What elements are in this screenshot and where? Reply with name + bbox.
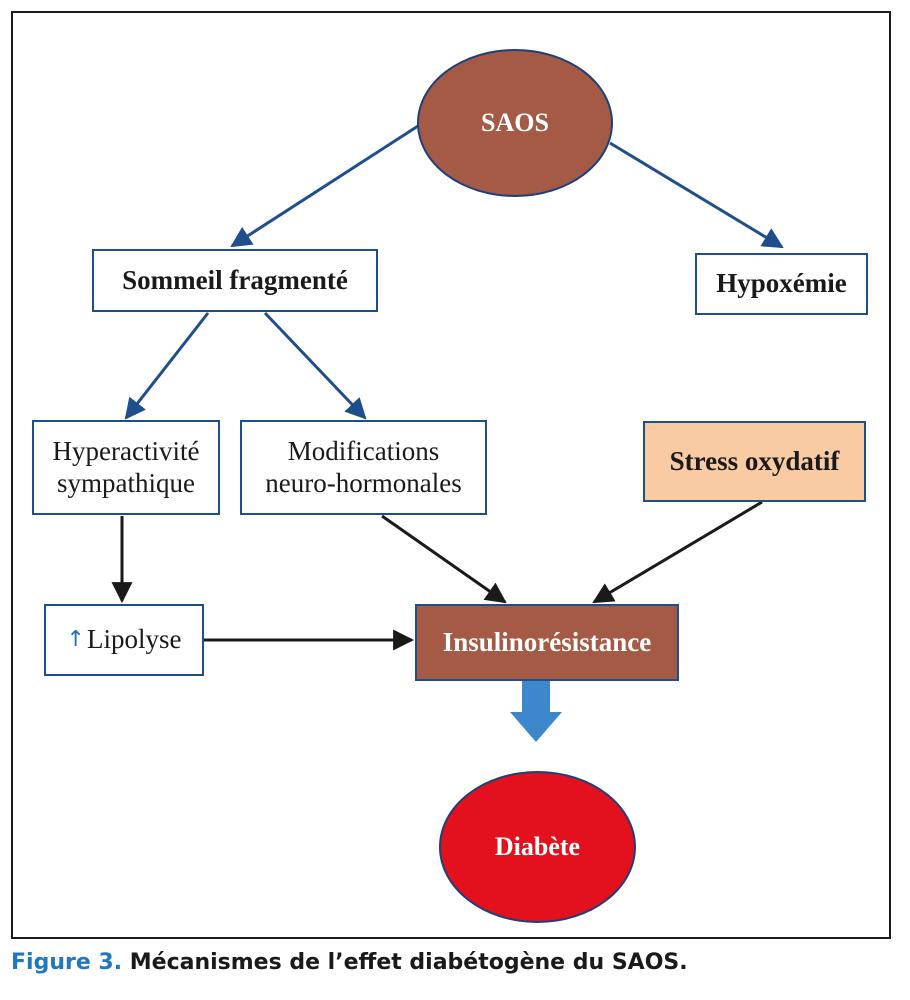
node-saos-label: SAOS — [481, 108, 549, 138]
arrow-sommeil-to-hyperactivite — [124, 312, 210, 420]
arrow-sommeil-to-modifications — [263, 311, 367, 420]
node-hyperactivite-line2: sympathique — [57, 467, 195, 498]
node-saos: SAOS — [417, 49, 613, 197]
node-hypoxemie-label: Hypoxémie — [716, 268, 847, 299]
node-hypoxemie: Hypoxémie — [695, 253, 868, 315]
node-sommeil-fragmente: Sommeil fragmenté — [92, 249, 378, 312]
node-hyperactivite-sympathique: Hyperactivité sympathique — [32, 420, 220, 515]
node-insulino-label: Insulinorésistance — [442, 626, 652, 657]
node-stress-label: Stress oxydatif — [669, 445, 840, 476]
arrow-saos-to-hypoxemie — [609, 141, 784, 249]
node-lipolyse: ↑ Lipolyse — [44, 604, 204, 676]
node-lipolyse-label: Lipolyse — [86, 624, 182, 655]
caption-text: Mécanismes de l’effet diabétogène du SAO… — [129, 950, 688, 975]
node-modifications-line2: neuro-hormonales — [265, 467, 462, 498]
caption-label: Figure 3. — [11, 950, 123, 975]
node-diabete: Diabète — [439, 771, 636, 923]
node-hyperactivite-line1: Hyperactivité — [52, 436, 200, 467]
node-insulinoresistance: Insulinorésistance — [415, 604, 679, 681]
node-diabete-label: Diabète — [494, 832, 581, 862]
node-sommeil-label: Sommeil fragmenté — [122, 264, 348, 295]
arrow-insulino-to-diabete — [510, 681, 562, 742]
node-modifications-line1: Modifications — [287, 436, 440, 467]
arrow-saos-to-sommeil — [230, 124, 419, 248]
node-stress-oxydatif: Stress oxydatif — [643, 421, 866, 502]
figure-caption: Figure 3. Mécanismes de l’effet diabétog… — [11, 950, 688, 975]
arrow-stress-to-insulino — [592, 500, 763, 604]
node-modifications-neuro-hormonales: Modifications neuro-hormonales — [240, 420, 487, 515]
up-arrow-icon: ↑ — [66, 627, 85, 653]
diagram-frame — [11, 11, 891, 939]
arrow-modifications-to-insulino — [381, 514, 507, 604]
